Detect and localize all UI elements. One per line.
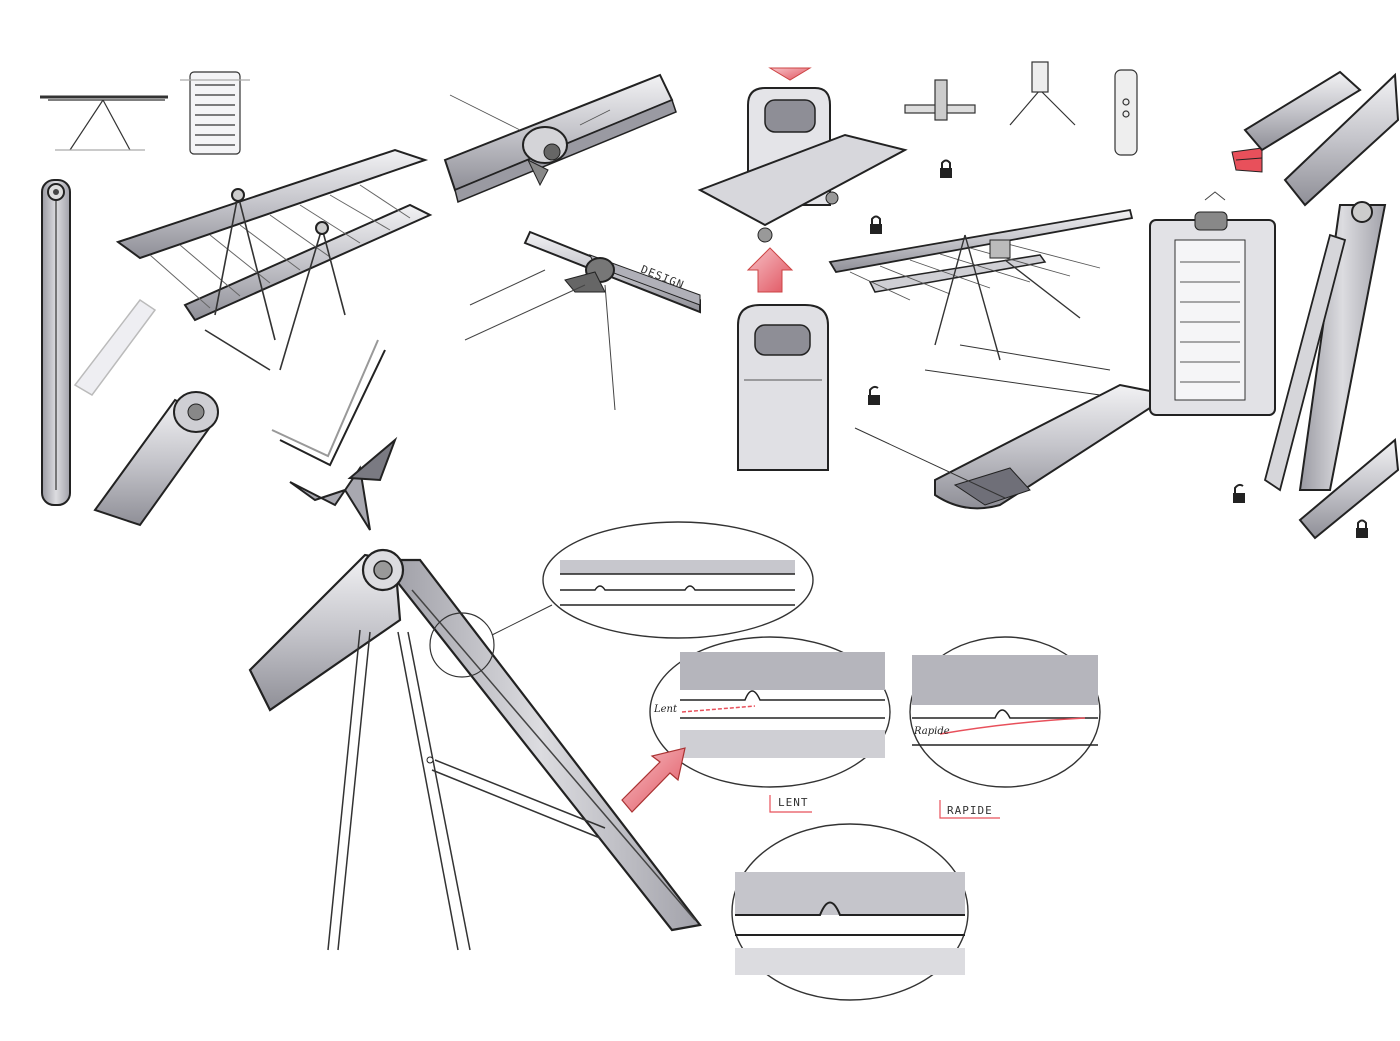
callout-marker: [429, 604, 553, 678]
foot-detail-sketch: [271, 339, 398, 531]
side-view-schematic: [40, 95, 168, 151]
padlock-closed-icon: [1356, 519, 1368, 538]
padlock-open-icon: [1233, 483, 1245, 503]
zoom-notch-detail-bottom: [731, 823, 969, 1001]
top-view-schematic: [180, 71, 250, 155]
red-block-arrow-icon: [621, 747, 686, 813]
lent-caption: LENT: [769, 795, 812, 813]
svg-text:RAPIDE: RAPIDE: [947, 804, 993, 817]
folding-panel-open: [697, 87, 908, 243]
rack-perspective-right: [828, 208, 1134, 361]
zoom-notch-detail-slow: Lent: [649, 636, 891, 788]
lent-handwritten-note: Lent: [653, 704, 678, 715]
hinge-closeup-lower: DESIGN: [464, 230, 701, 411]
magnet-icon: [1231, 147, 1263, 173]
hinge-closeup-upper: [443, 73, 677, 204]
folding-panel-closed: [737, 304, 829, 471]
padlock-open-icon: [868, 385, 880, 405]
joint-schematics: [904, 61, 1138, 156]
far-right-tube-sketch: [1243, 70, 1400, 540]
rapide-caption: RAPIDE: [939, 800, 1000, 819]
zoom-notch-detail-fast: Rapide: [909, 636, 1101, 788]
red-up-arrow-icon: [746, 247, 794, 293]
padlock-closed-icon: [870, 215, 882, 234]
red-down-arrow-icon: [768, 67, 812, 81]
drying-rack-perspective: [115, 148, 433, 371]
pale-tube-sketch: [73, 298, 157, 396]
foot-pad-sketch: [854, 344, 1173, 510]
folded-rack-panel: [1149, 191, 1276, 416]
padlock-closed-icon: [940, 159, 952, 178]
zoom-notch-detail-top: [542, 521, 814, 639]
svg-text:LENT: LENT: [778, 796, 809, 809]
rapide-handwritten-note: Rapide: [913, 726, 950, 737]
tube-end-pivot-sketch: [93, 391, 219, 527]
folded-leg-sketch: [41, 179, 71, 506]
a-frame-hinge-detail: [248, 548, 702, 951]
